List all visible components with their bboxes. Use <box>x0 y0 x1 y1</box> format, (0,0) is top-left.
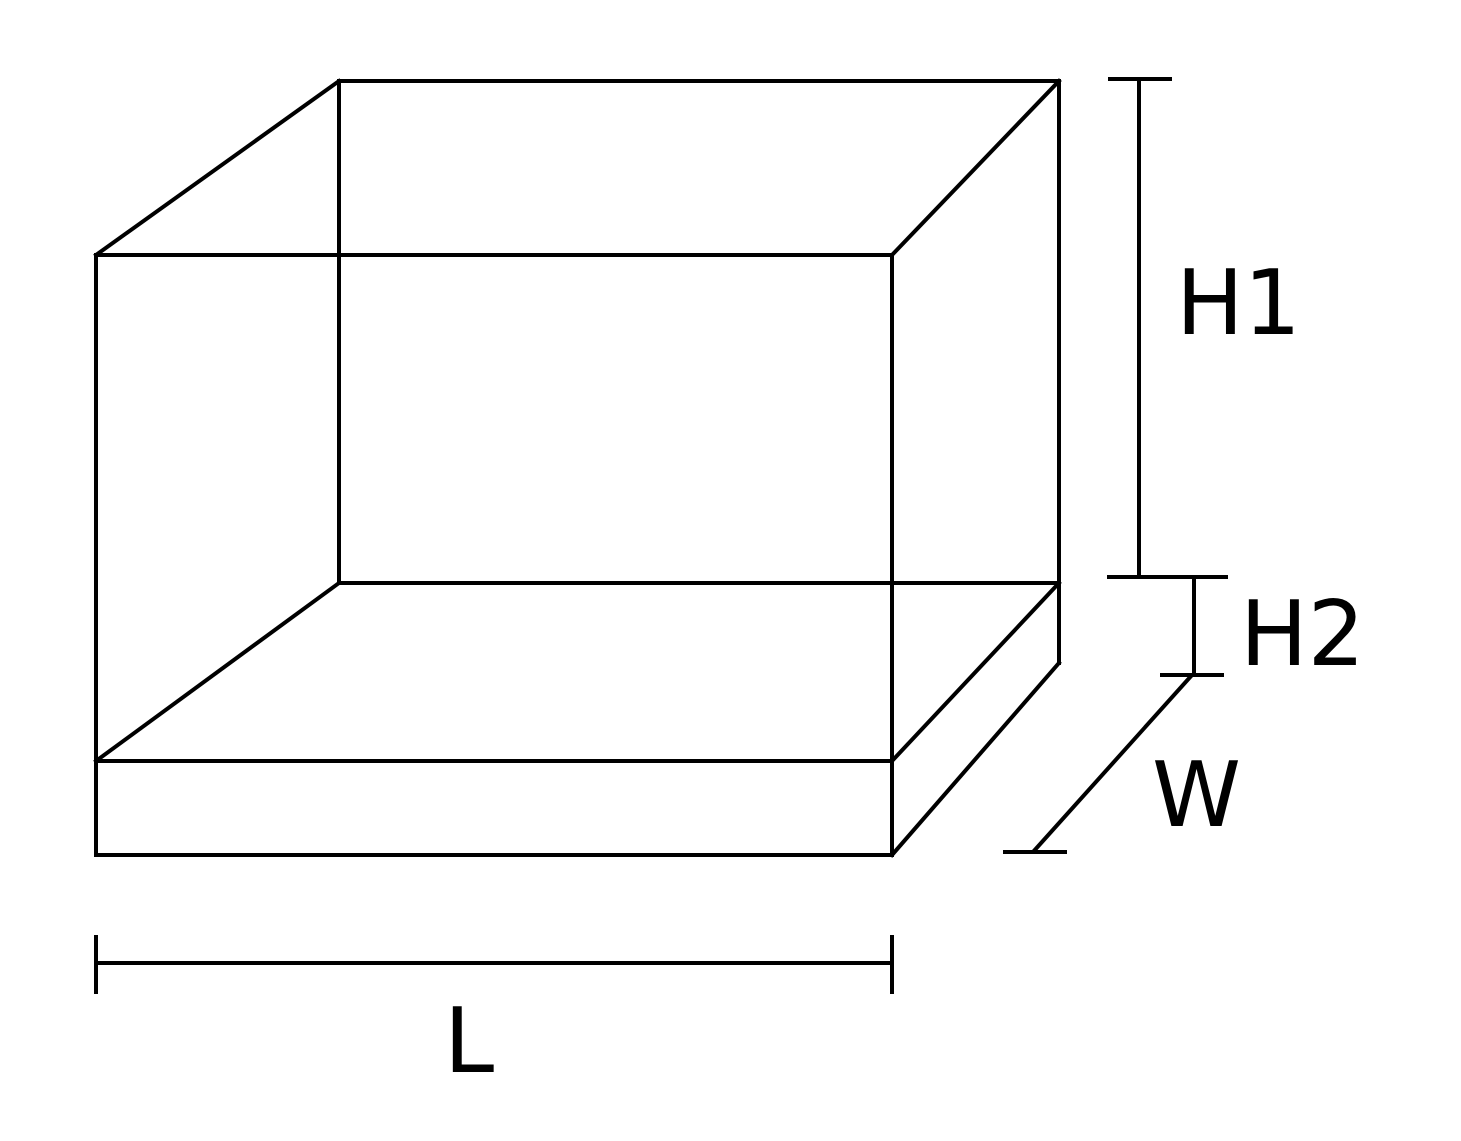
box-wireframe <box>93 78 1062 858</box>
top-right-diagonal <box>889 78 1062 258</box>
w-dimension: W <box>1003 673 1241 854</box>
w-line <box>1031 673 1194 854</box>
l-label: L <box>444 989 494 1094</box>
base-right-diagonal <box>889 580 1062 764</box>
h1-label: H1 <box>1176 251 1301 356</box>
base-left-diagonal <box>93 580 342 764</box>
bottom-right-diagonal <box>889 660 1062 858</box>
h2-dimension: H2 <box>1107 575 1365 687</box>
l-dimension: L <box>94 935 894 1094</box>
h2-label: H2 <box>1240 582 1365 687</box>
w-label: W <box>1152 743 1241 848</box>
h1-dimension: H1 <box>1108 77 1301 577</box>
top-left-diagonal <box>93 78 342 258</box>
